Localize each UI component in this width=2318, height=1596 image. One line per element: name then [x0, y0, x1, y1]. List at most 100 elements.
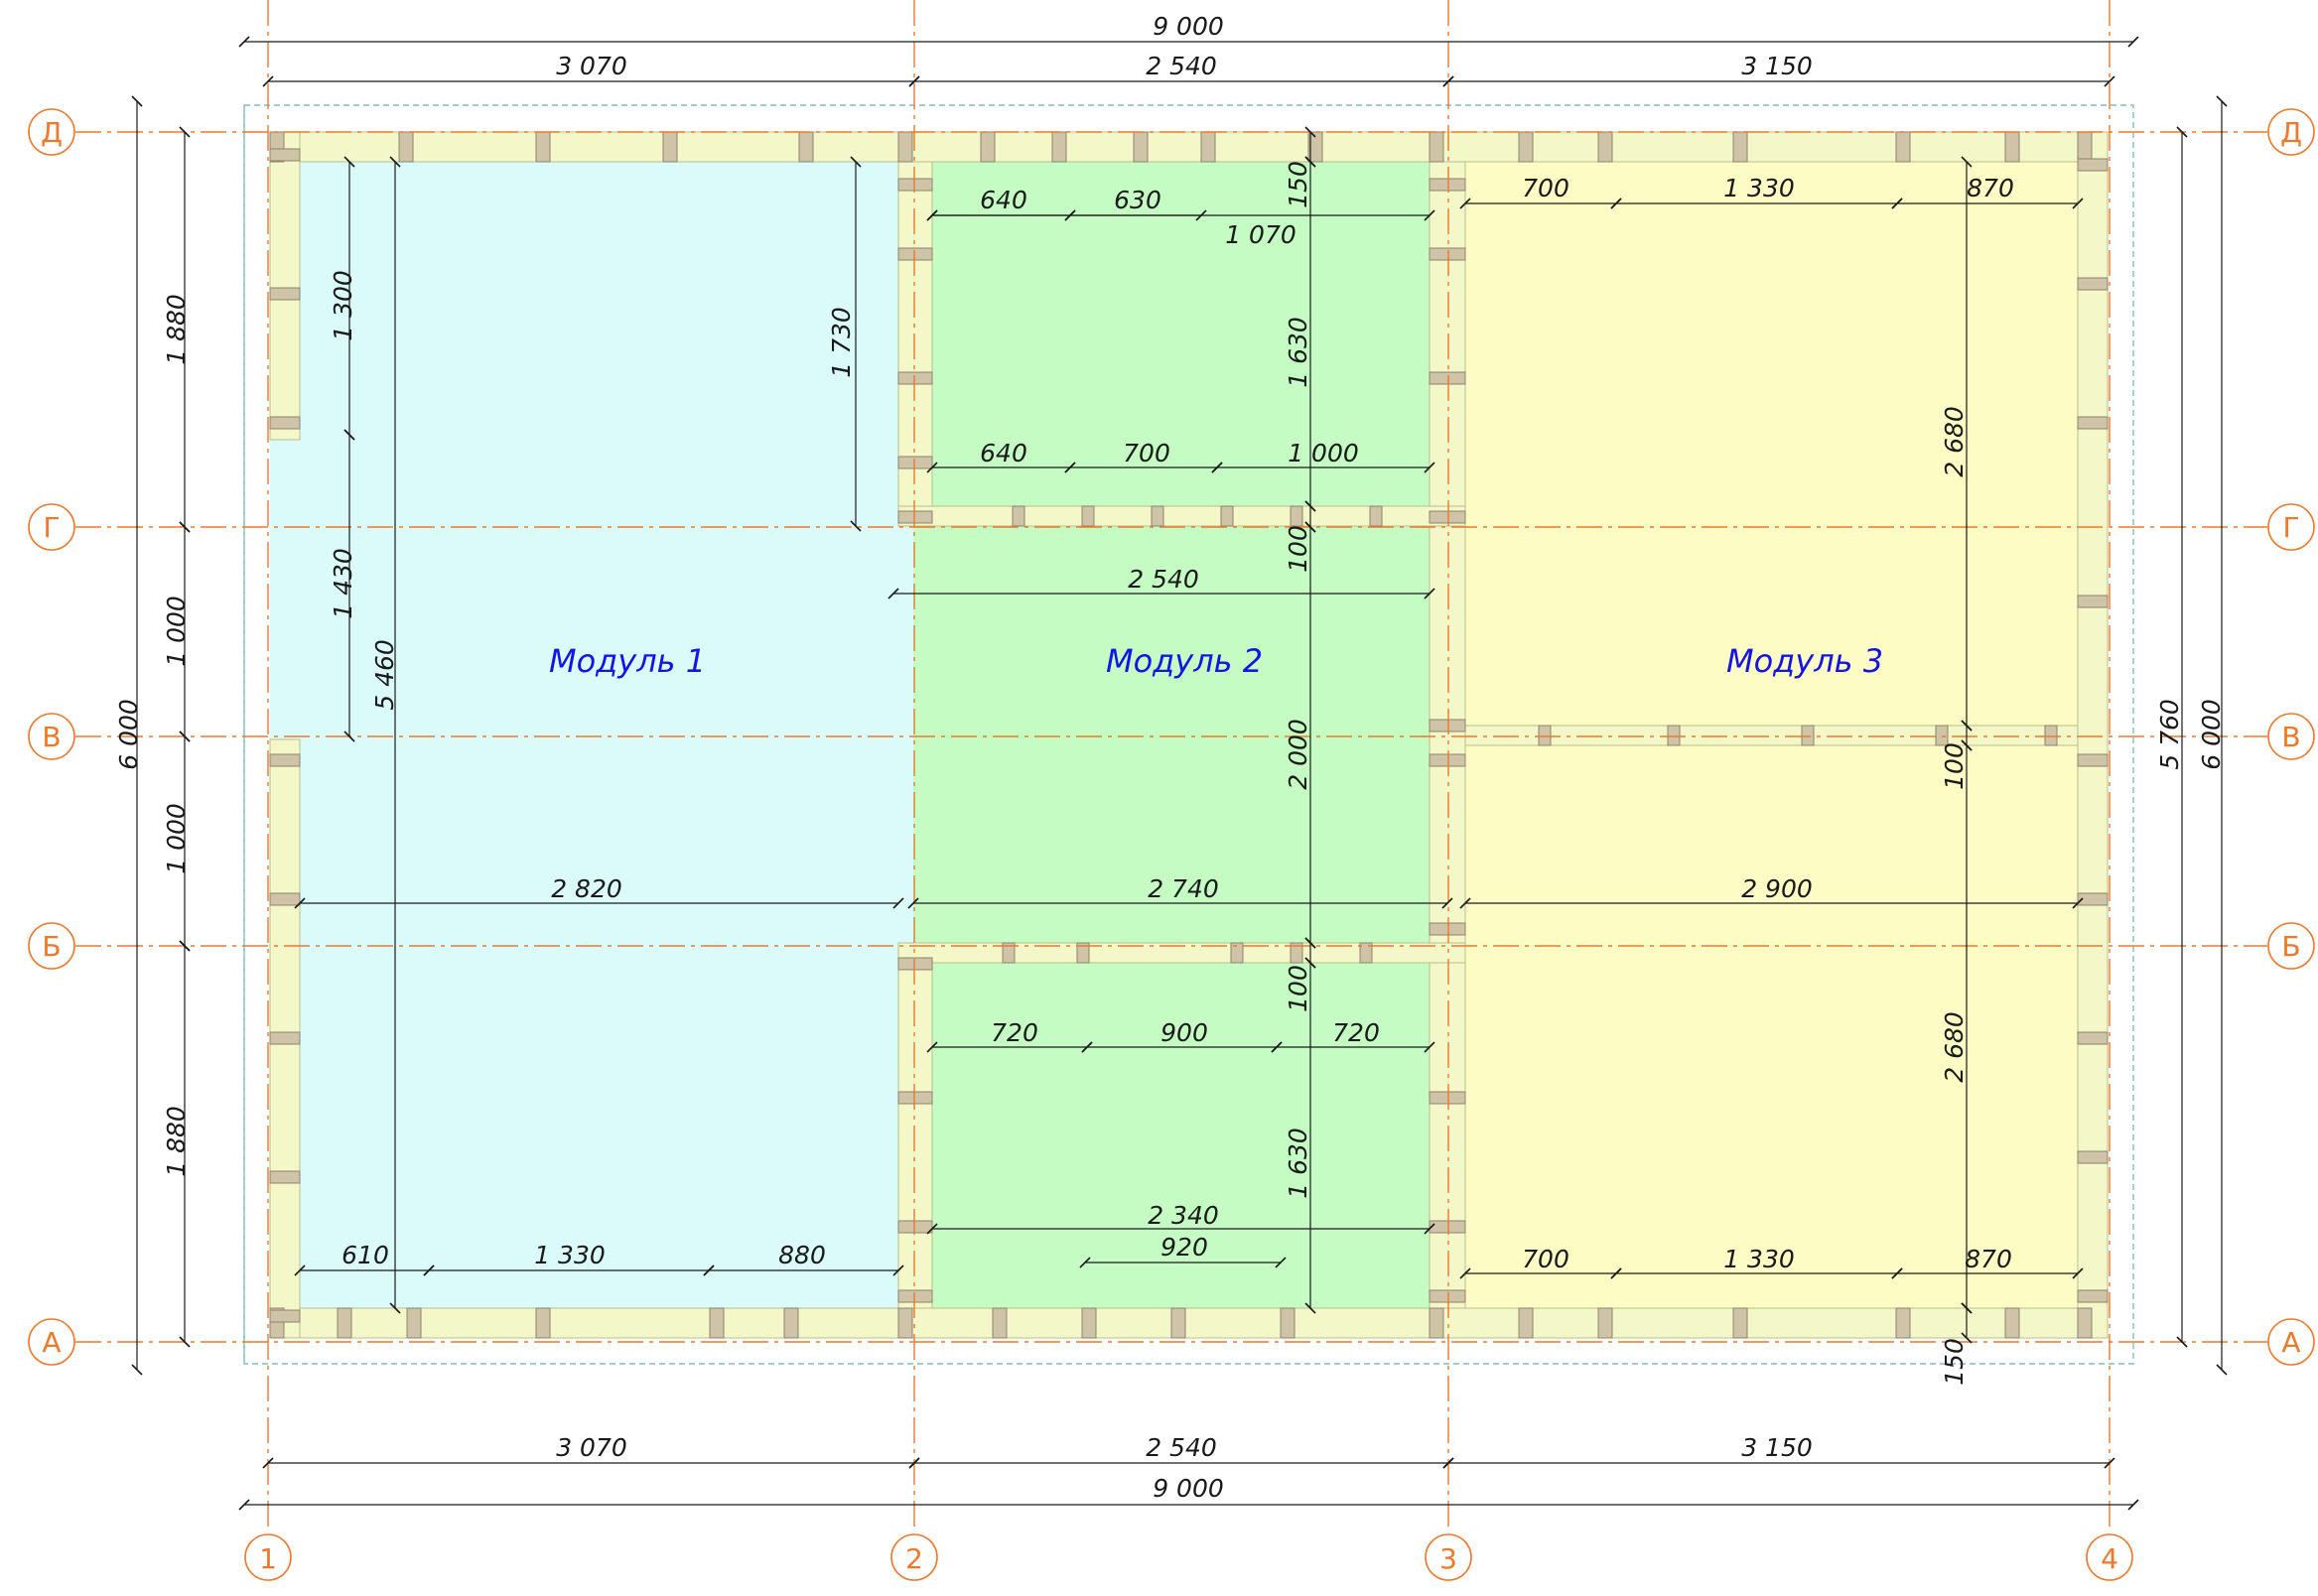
svg-text:Д: Д	[41, 116, 63, 149]
axis-marker-V-left: В	[28, 713, 75, 760]
dim-m2-top-1070: 1 070	[1225, 220, 1296, 249]
post-46	[2077, 277, 2109, 291]
post-41	[269, 892, 301, 906]
dim-m3-100: 100	[1940, 742, 1969, 790]
post-51	[2077, 1031, 2109, 1045]
dim-top-part-1: 3 070	[556, 52, 627, 80]
dim-left-2: 1 000	[162, 596, 191, 667]
dim-m2-low-2: 900	[1160, 1018, 1208, 1047]
dim-top-part-3: 3 150	[1741, 52, 1813, 80]
wall-left-upper	[269, 131, 301, 441]
post-86	[1801, 725, 1815, 746]
dim-m2-lower-h: 1 630	[1284, 1128, 1312, 1199]
module-2-fill	[913, 132, 1447, 1338]
post-59	[897, 957, 933, 971]
svg-text:Б: Б	[2281, 930, 2300, 963]
post-47	[2077, 416, 2109, 430]
axis-lines	[75, 0, 2267, 1532]
dim-m2-920: 920	[1160, 1233, 1208, 1262]
svg-text:В: В	[42, 721, 61, 753]
dim-m2-low-1: 720	[991, 1018, 1038, 1047]
dim-m2-100-upper: 100	[1284, 525, 1312, 573]
post-4	[662, 131, 678, 163]
dim-m3-150-bottom: 150	[1940, 1338, 1969, 1386]
axis-marker-B-left: Б	[28, 922, 75, 970]
dim-m2-low-3: 720	[1332, 1018, 1380, 1047]
post-68	[1429, 753, 1466, 767]
dim-m3-top-3: 870	[1967, 174, 2014, 202]
post-16	[1895, 131, 1911, 163]
svg-text:А: А	[2281, 1326, 2300, 1359]
dim-m2-2340: 2 340	[1148, 1201, 1219, 1230]
post-18	[2077, 131, 2093, 163]
post-54	[897, 178, 933, 192]
dimension-texts: 9 000 3 070 2 540 3 150 3 070 2 540 3 15…	[341, 12, 2014, 1503]
post-70	[1429, 1091, 1466, 1105]
dim-m3-top-1: 700	[1522, 174, 1569, 202]
post-10	[1200, 131, 1216, 163]
post-40	[269, 753, 301, 767]
post-8	[1051, 131, 1067, 163]
post-9	[1133, 131, 1149, 163]
dim-top-total: 9 000	[1153, 12, 1224, 41]
post-49	[2077, 753, 2109, 767]
post-24	[783, 1307, 799, 1339]
dim-m2-top-2: 630	[1114, 186, 1161, 214]
post-61	[897, 1220, 933, 1234]
post-63	[1429, 178, 1466, 192]
dimension-lines	[131, 36, 2228, 1511]
post-72	[1429, 1289, 1466, 1303]
dim-m3-width: 2 900	[1741, 874, 1813, 903]
post-84	[1538, 725, 1552, 746]
axis-marker-D-right: Д	[2267, 108, 2315, 156]
post-14	[1597, 131, 1613, 163]
dim-right-inner: 5 760	[2155, 699, 2184, 770]
dim-m1-bottom-1: 610	[341, 1241, 389, 1269]
post-75	[1151, 505, 1164, 527]
post-44	[269, 1309, 301, 1323]
dim-m2-top-1: 640	[980, 186, 1027, 214]
axis-marker-G-right: Г	[2267, 503, 2315, 551]
axis-label-3: 3	[1439, 1542, 1457, 1575]
post-31	[1518, 1307, 1534, 1339]
wall-m3-mid	[1464, 725, 2079, 746]
svg-text:Г: Г	[43, 511, 60, 544]
post-83	[1359, 942, 1373, 964]
post-55	[897, 247, 933, 261]
dim-m2-mid-1: 640	[980, 439, 1027, 467]
wall-m2-right	[1429, 161, 1466, 1309]
post-7	[980, 131, 996, 163]
post-85	[1667, 725, 1681, 746]
dim-m2-width: 2 540	[1128, 565, 1199, 594]
post-17	[2004, 131, 2020, 163]
post-64	[1429, 247, 1466, 261]
dimension-texts-vertical: 1 880 1 000 1 000 1 880 6 000 5 760 6 00…	[114, 161, 2226, 1386]
post-13	[1518, 131, 1534, 163]
post-12	[1429, 131, 1444, 163]
axis-marker-2: 2	[890, 1533, 938, 1581]
axis-marker-1: 1	[244, 1533, 292, 1581]
dim-top-part-2: 2 540	[1146, 52, 1217, 80]
wall-right	[2077, 131, 2109, 1339]
dim-left-1: 1 880	[162, 294, 191, 365]
posts	[269, 131, 2109, 1339]
axis-marker-3: 3	[1425, 1533, 1472, 1581]
post-62	[897, 1289, 933, 1303]
module-labels: Модуль 1 Модуль 2 Модуль 3	[549, 642, 1883, 680]
dim-m2-mid-3: 1 000	[1288, 439, 1359, 467]
dim-bottom-total: 9 000	[1153, 1474, 1224, 1503]
post-21	[406, 1307, 422, 1339]
post-79	[1002, 942, 1016, 964]
post-36	[2077, 1307, 2093, 1339]
post-2	[398, 131, 414, 163]
module-2-label: Модуль 2	[1106, 642, 1263, 680]
axis-marker-4: 4	[2086, 1533, 2133, 1581]
post-52	[2077, 1150, 2109, 1164]
dim-m3-bottom-3: 870	[1965, 1245, 2012, 1273]
post-45	[2077, 158, 2109, 172]
axis-marker-A-right: А	[2267, 1318, 2315, 1366]
post-29	[1280, 1307, 1295, 1339]
post-35	[2004, 1307, 2020, 1339]
axis-marker-G-left: Г	[28, 503, 75, 551]
